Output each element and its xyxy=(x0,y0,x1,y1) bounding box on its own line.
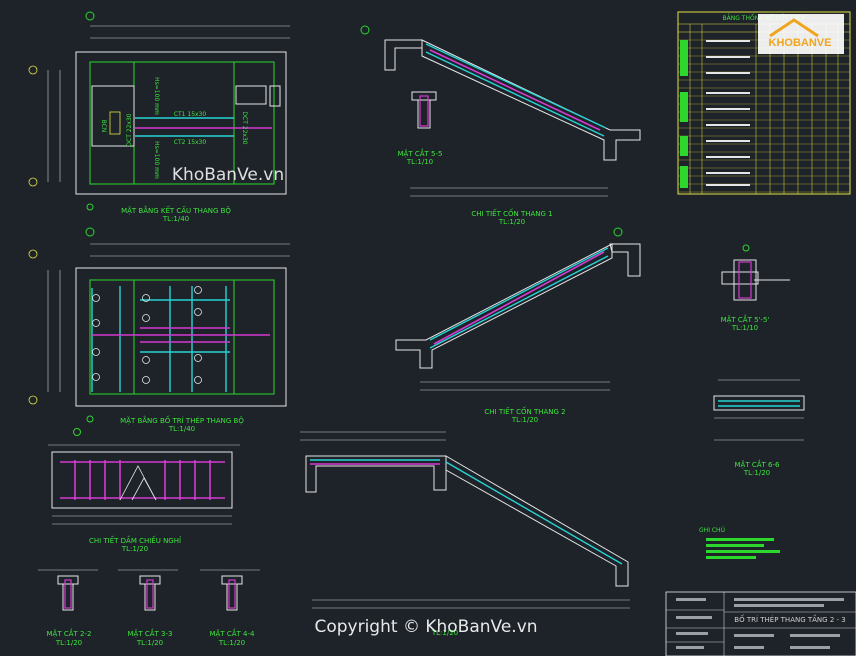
section-6-6: MẶT CẮT 6-6 TL:1/20 xyxy=(713,379,805,477)
flight2-scale: TL:1/20 xyxy=(511,416,538,424)
label-dct-left: DCT 22x30 xyxy=(126,113,133,146)
section66-scale: TL:1/20 xyxy=(743,469,770,477)
title-block-text: BỐ TRÍ THÉP THANG TẦNG 2 - 3 xyxy=(734,614,845,624)
notes-block: GHI CHÚ xyxy=(699,527,780,559)
landing-beam-view: CHI TIẾT DẦM CHIẾU NGHỈ TL:1/20 xyxy=(48,428,240,553)
plan-rebar-title: MẶT BẰNG BỐ TRÍ THÉP THANG BỘ xyxy=(120,415,244,425)
landing-beam-title: CHI TIẾT DẦM CHIẾU NGHỈ xyxy=(89,535,181,545)
plan-structure-scale: TL:1/40 xyxy=(162,215,189,223)
section55b-scale: TL:1/10 xyxy=(731,324,758,332)
small-sections: MẶT CẮT 2-2 TL:1/20 MẶT CẮT 3-3 TL:1/20 … xyxy=(38,569,260,647)
section33-title: MẶT CẮT 3-3 xyxy=(128,628,173,638)
plan-structure-view: CT1 15x30 CT2 15x30 DCT 22x30 DCT 22x30 … xyxy=(28,11,290,223)
notes-title: GHI CHÚ xyxy=(699,527,725,534)
title-block: BỐ TRÍ THÉP THANG TẦNG 2 - 3 xyxy=(665,591,856,656)
logo-text: KHOBANVE xyxy=(769,37,832,49)
flight1-title: CHI TIẾT CỐN THANG 1 xyxy=(471,208,552,218)
section-4-4: MẶT CẮT 4-4 TL:1/20 xyxy=(200,569,260,647)
flight-1-view: MẶT CẮT 5-5 TL:1/10 CHI TIẾT CỐN THANG 1… xyxy=(360,25,641,226)
plan-rebar-view: MẶT BẰNG BỐ TRÍ THÉP THANG BỘ TL:1/40 xyxy=(28,227,290,433)
watermark-bottom: Copyright © KhoBanVe.vn xyxy=(314,617,537,637)
plan-structure-title: MẶT BẰNG KẾT CẤU THANG BỘ xyxy=(121,205,231,215)
section-3-3: MẶT CẮT 3-3 TL:1/20 xyxy=(118,569,178,647)
section22-title: MẶT CẮT 2-2 xyxy=(47,628,92,638)
label-hs-bottom: Hs=100 mm xyxy=(153,141,160,179)
plan-rebar-scale: TL:1/40 xyxy=(168,425,195,433)
bottom-flight-scale: TL:1/20 xyxy=(431,629,458,637)
flight2-title: CHI TIẾT CỐN THANG 2 xyxy=(484,406,565,416)
label-dct-right: DCT 22x30 xyxy=(241,111,248,144)
landing-beam-scale: TL:1/20 xyxy=(121,545,148,553)
label-ct1: CT1 15x30 xyxy=(174,111,207,118)
section66-title: MẶT CẮT 6-6 xyxy=(735,459,780,469)
bottom-flight-view: TL:1/20 xyxy=(300,431,630,637)
label-ct2: CT2 15x30 xyxy=(174,139,207,146)
section-2-2: MẶT CẮT 2-2 TL:1/20 xyxy=(38,569,98,647)
label-bcn: BCN xyxy=(100,120,107,133)
section-5-5-prime: MẶT CẮT 5'-5' TL:1/10 xyxy=(721,244,790,332)
flight1-scale: TL:1/20 xyxy=(498,218,525,226)
khobanve-logo: KHOBANVE xyxy=(758,14,844,54)
section44-scale: TL:1/20 xyxy=(218,639,245,647)
section55b-title: MẶT CẮT 5'-5' xyxy=(721,314,770,324)
section33-scale: TL:1/20 xyxy=(136,639,163,647)
section55-title: MẶT CẮT 5-5 xyxy=(398,148,443,158)
watermark-center: KhoBanVe.vn xyxy=(172,165,284,185)
flight-2-view: CHI TIẾT CỐN THANG 2 TL:1/20 xyxy=(395,227,641,424)
section44-title: MẶT CẮT 4-4 xyxy=(210,628,255,638)
section22-scale: TL:1/20 xyxy=(55,639,82,647)
label-hs-top: Hs=100 mm xyxy=(153,77,160,115)
section55-scale: TL:1/10 xyxy=(406,158,433,166)
